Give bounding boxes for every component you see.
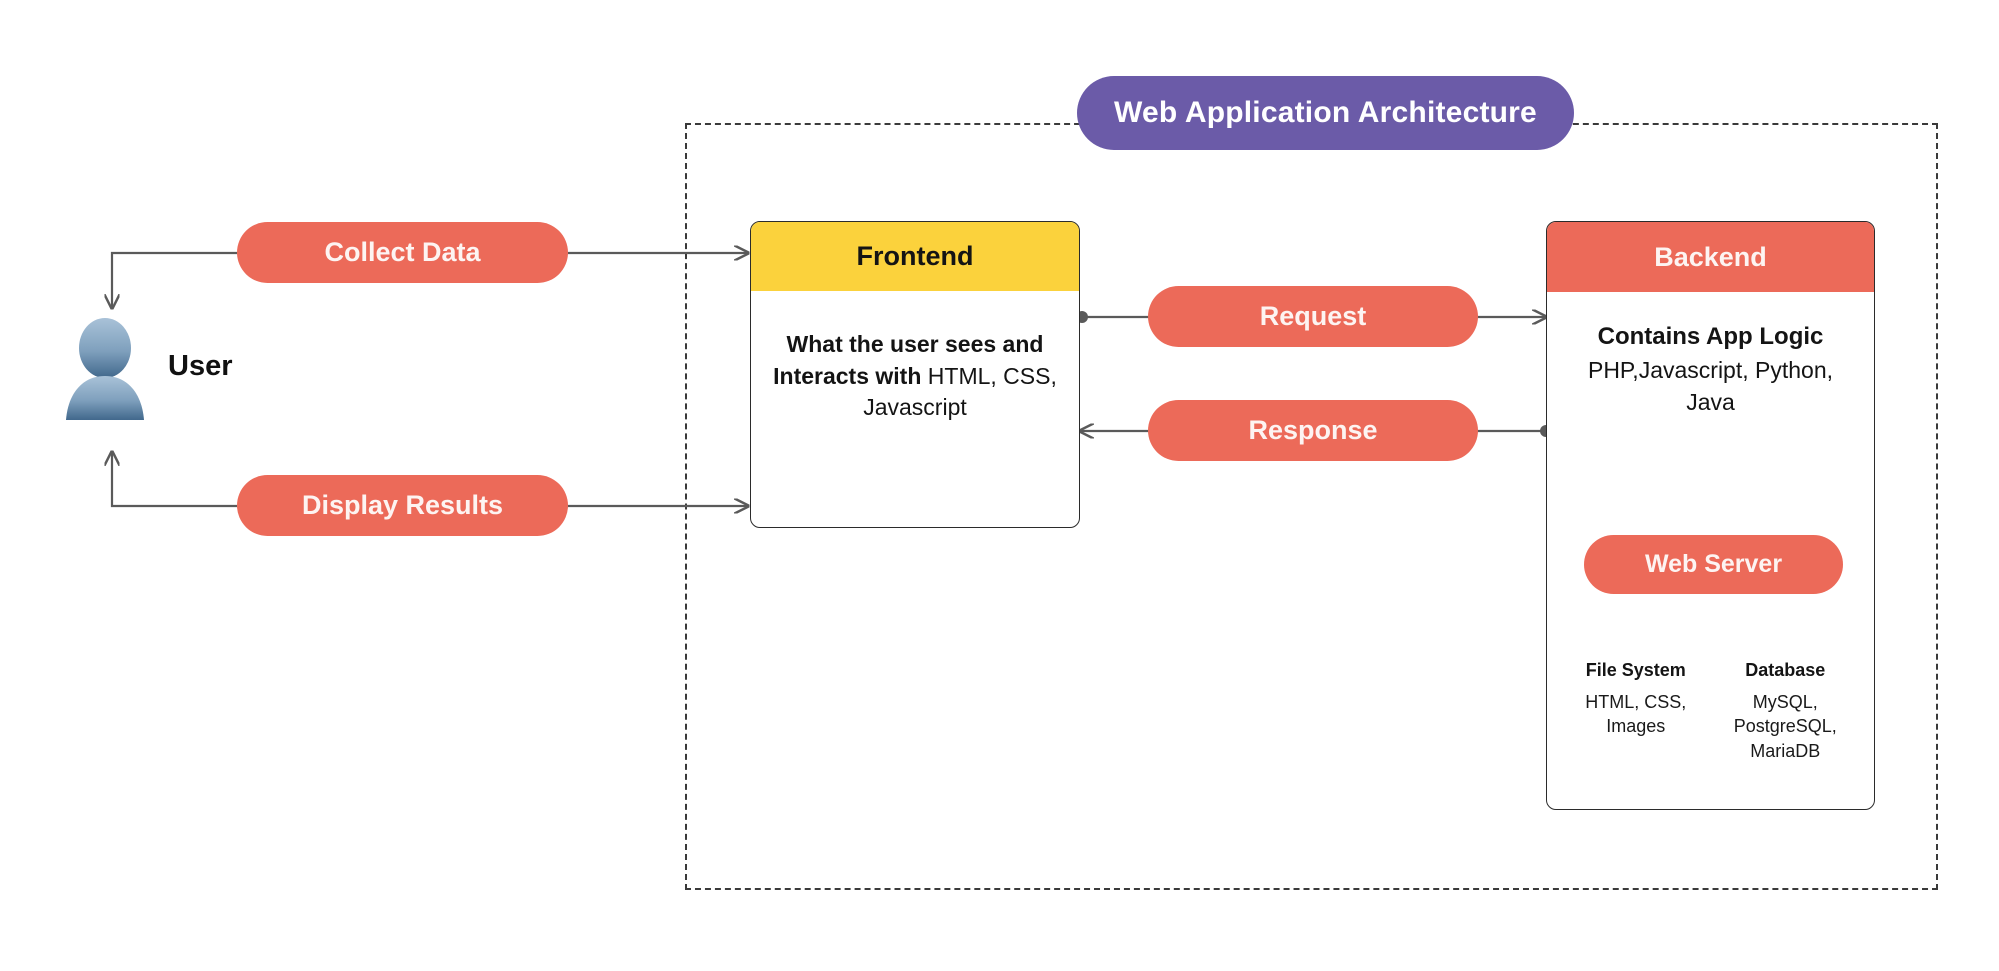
backend-body-regular: PHP,Javascript, Python, Java (1587, 356, 1834, 415)
wire-collect-data (112, 251, 237, 308)
response-label: Response (1248, 415, 1378, 445)
frontend-body-regular: HTML, CSS, Javascript (863, 362, 1057, 421)
backend-columns: File System HTML, CSS, Images Database M… (1547, 660, 1874, 763)
frontend-card[interactable]: Frontend What the user sees and Interact… (750, 221, 1080, 528)
request-pill[interactable]: Request (1148, 286, 1478, 347)
file-system-title: File System (1585, 660, 1686, 680)
backend-body-bold: Contains App Logic (1597, 323, 1824, 350)
file-system-text: HTML, CSS, Images (1585, 692, 1687, 737)
database-text: MySQL, PostgreSQL, MariaDB (1733, 692, 1837, 761)
user-avatar-icon (66, 318, 144, 420)
collect-data-pill[interactable]: Collect Data (237, 222, 568, 283)
diagram-title: Web Application Architecture (1114, 96, 1537, 129)
backend-body: Contains App Logic PHP,Javascript, Pytho… (1547, 292, 1874, 418)
display-results-pill[interactable]: Display Results (237, 475, 568, 536)
file-system-column: File System HTML, CSS, Images (1567, 660, 1705, 763)
backend-title: Backend (1654, 241, 1767, 272)
database-column: Database MySQL, PostgreSQL, MariaDB (1716, 660, 1854, 763)
frontend-body: What the user sees and Interacts with HT… (751, 291, 1079, 424)
display-results-label: Display Results (301, 490, 504, 520)
frontend-body-bold: What the user sees and Interacts with (773, 331, 1044, 389)
response-pill[interactable]: Response (1148, 400, 1478, 461)
request-label: Request (1259, 301, 1367, 331)
diagram-title-pill: Web Application Architecture (1077, 76, 1574, 150)
frontend-header: Frontend (751, 222, 1079, 291)
backend-card[interactable]: Backend Contains App Logic PHP,Javascrip… (1546, 221, 1875, 810)
wire-display-results (112, 452, 237, 508)
web-server-label: Web Server (1644, 550, 1783, 578)
database-title: Database (1745, 660, 1826, 680)
backend-header: Backend (1547, 222, 1874, 292)
frontend-title: Frontend (856, 241, 974, 271)
web-server-pill[interactable]: Web Server (1584, 535, 1843, 594)
user-label: User (168, 350, 233, 382)
collect-data-label: Collect Data (324, 237, 481, 267)
